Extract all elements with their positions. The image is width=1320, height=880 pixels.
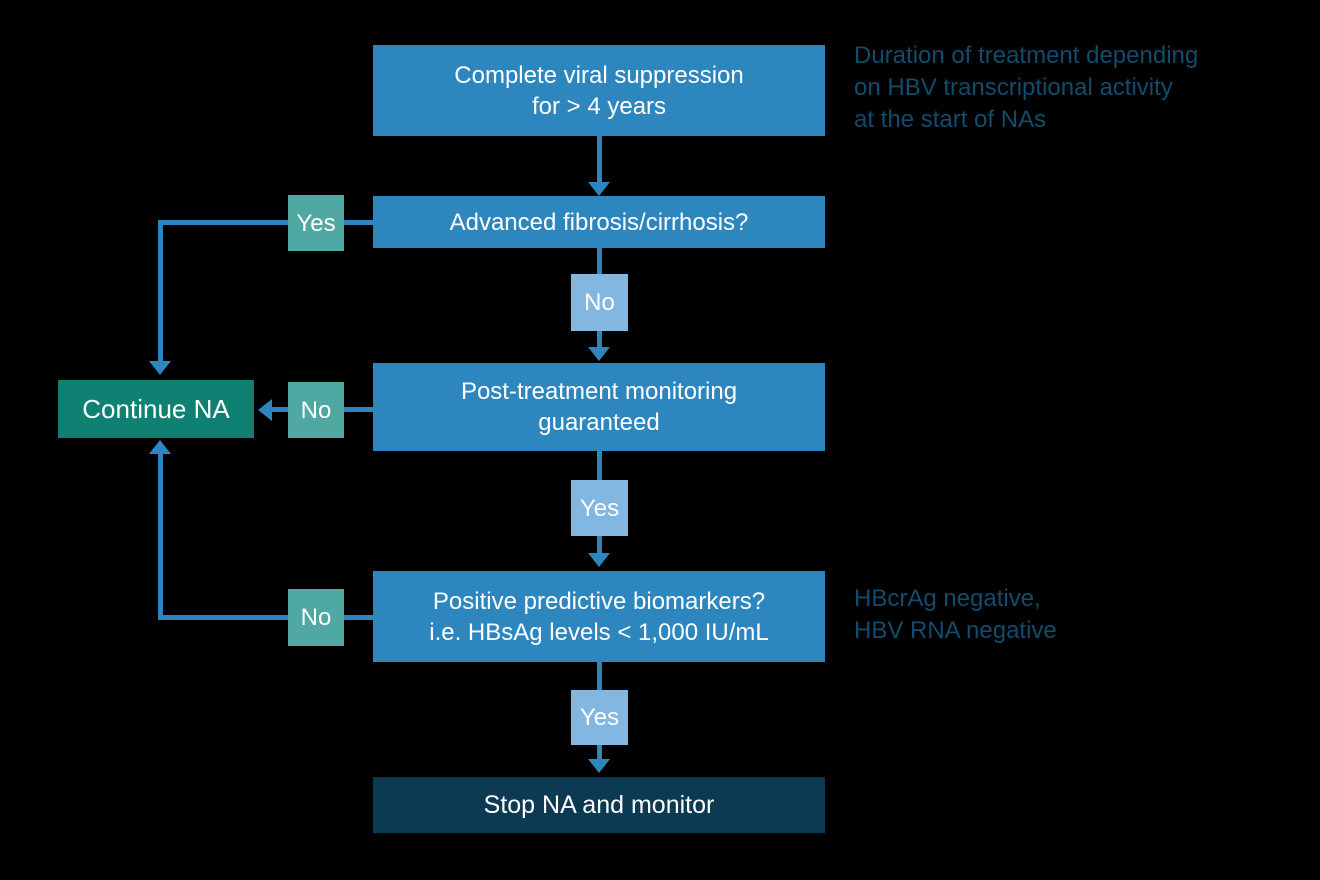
edge-start-to-fibrosis xyxy=(597,136,602,182)
arrowhead-yes-to-continue-na xyxy=(149,361,171,375)
node-stop-na: Stop NA and monitor xyxy=(373,777,825,833)
arrowhead-start-to-fibrosis xyxy=(588,182,610,196)
edge-yes-label-to-left-column xyxy=(158,220,288,225)
label-monitoring-no: No xyxy=(288,382,344,438)
label-monitoring-yes: Yes xyxy=(571,480,628,536)
node-fibrosis-question: Advanced fibrosis/cirrhosis? xyxy=(373,196,825,248)
edge-no-label-to-left-column xyxy=(158,615,288,620)
annotation-biomarker-detail: HBcrAg negative, HBV RNA negative xyxy=(854,585,1057,644)
edge-monitoring-to-no-label xyxy=(344,407,373,412)
label-fibrosis-no: No xyxy=(571,274,628,331)
edge-left-column-down-to-continue xyxy=(158,220,163,361)
arrowhead-no-up-to-continue-na xyxy=(149,440,171,454)
arrowhead-monitoring-to-biomarkers xyxy=(588,553,610,567)
arrowhead-biomarkers-to-stop xyxy=(588,759,610,773)
edge-no-label-to-continue xyxy=(272,407,288,412)
edge-fibrosis-to-yes-label xyxy=(344,220,373,225)
label-biomarkers-yes: Yes xyxy=(571,690,628,745)
annotation-treatment-duration: Duration of treatment depending on HBV t… xyxy=(854,42,1199,133)
arrowhead-no-to-continue-na xyxy=(258,399,272,421)
node-start: Complete viral suppression for > 4 years xyxy=(373,45,825,136)
edge-left-column-up-to-continue xyxy=(158,454,163,620)
label-biomarkers-no: No xyxy=(288,589,344,646)
label-fibrosis-yes: Yes xyxy=(288,195,344,251)
node-continue-na: Continue NA xyxy=(58,380,254,438)
arrowhead-fibrosis-to-monitoring xyxy=(588,347,610,361)
edge-biomarkers-to-no-label xyxy=(344,615,373,620)
node-monitoring-question: Post-treatment monitoring guaranteed xyxy=(373,363,825,451)
node-biomarkers-question: Positive predictive biomarkers? i.e. HBs… xyxy=(373,571,825,662)
